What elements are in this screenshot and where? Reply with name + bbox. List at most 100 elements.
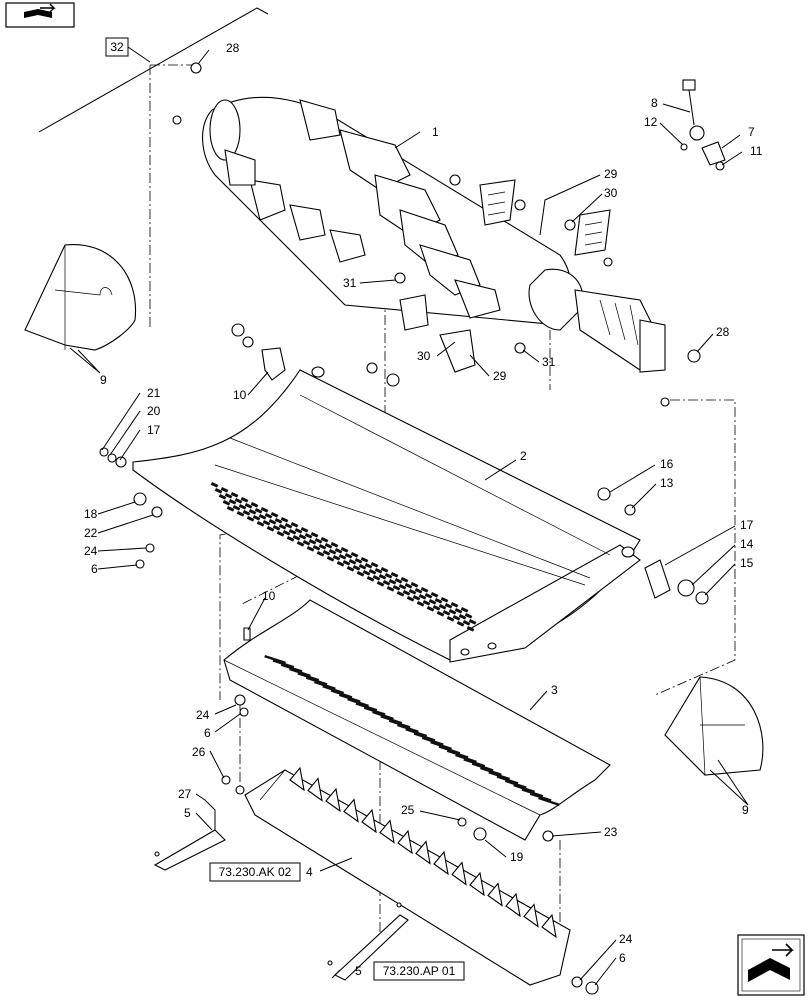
grate-slot [310,532,319,538]
grate-slot [386,586,395,592]
grate-slot [230,492,239,498]
callout-1: 1 [432,125,439,139]
grate-slot [218,493,227,500]
grate-slot [266,526,275,532]
grate-slot [298,534,307,540]
finger-bar [244,766,571,986]
next-page-arrow-icon[interactable] [737,934,805,996]
grate-slot [410,582,419,588]
grate-slot [388,579,397,585]
grate-slot [224,492,233,499]
grate-slot [432,604,441,611]
grate-slot [358,564,367,570]
finger-tooth [361,808,377,834]
right-half-disc [664,676,764,776]
grate-slot [334,548,343,554]
callout-26: 26 [192,745,206,759]
book-arrow-icon[interactable] [5,2,75,28]
grate-slot [280,517,289,523]
callout-5-left: 5 [184,806,191,820]
grate-slot [440,597,449,603]
grate-slot [222,499,231,506]
grate-slot [448,609,457,615]
svg-text:73.230.AK 02: 73.230.AK 02 [219,865,292,879]
grate-slot [384,573,393,579]
grate-slot [286,536,295,542]
grate-slot [430,591,439,598]
grate-slot [356,570,365,577]
grate-slot [210,481,219,488]
grate-slot [282,530,291,536]
grate-slot [284,523,293,529]
grate-slot [238,504,247,510]
grate-slot [320,537,329,543]
callout-28-right: 28 [716,325,730,339]
reference-73-230-ak-02[interactable]: 73.230.AK 02 [209,862,301,882]
grate-slot [258,514,267,520]
grate-slot [234,498,243,504]
grate-slot [452,615,461,621]
grate-slot [240,497,249,503]
callout-20: 20 [147,404,161,418]
grate-slot [288,529,297,535]
grate-slot [276,531,285,537]
grate-slot [294,528,303,534]
grate-slot [268,519,277,525]
grate-slot [390,572,399,578]
grate-slot [366,576,375,582]
grate-slot [372,575,381,581]
grate-slot [434,597,443,604]
grate-slot [254,508,263,514]
rotor-drum [172,96,670,407]
finger-tooth [379,819,395,844]
grate-slot [360,557,369,563]
grate-slot [436,611,445,617]
callout-30-lower: 30 [417,349,431,363]
finger-tooth [505,892,521,918]
grate-slot [292,535,301,541]
grate-slot [318,544,327,550]
grate-slot [236,511,245,517]
callout-7: 7 [748,125,755,139]
callout-10-upper: 10 [233,388,247,402]
grate-slot [392,585,401,591]
grate-slot [228,498,237,505]
callout-24-left: 24 [84,544,98,558]
grate-slot [302,540,311,546]
callout-17-left: 17 [147,423,161,437]
grate-slot [352,565,361,571]
callout-25: 25 [401,803,415,817]
finger-tooth [415,840,431,865]
callout-6-left: 6 [91,562,98,576]
reference-73-230-ap-01[interactable]: 73.230.AP 01 [373,961,465,981]
callout-8: 8 [651,96,658,110]
grate-slot [330,542,339,548]
grate-slot [460,607,469,613]
concave-grate [132,366,641,663]
grate-slot [314,538,323,544]
callout-5-bottom: 5 [355,964,362,978]
grate-slot [438,604,447,610]
grate-slot [270,512,279,518]
grate-slot [248,508,257,515]
grate-slot [464,613,473,619]
grate-slot [350,552,359,558]
grate-slot [244,502,253,509]
grate-slot [414,588,423,594]
grate-slot [226,505,235,512]
callout-27: 27 [178,787,192,801]
callout-15: 15 [740,556,754,570]
finger-tooth [397,829,413,855]
callout-31-lower: 31 [542,355,556,369]
reference-32[interactable]: 32 [105,37,129,57]
grate-slot [300,527,309,533]
callout-31: 31 [343,276,357,290]
callout-2: 2 [520,449,527,463]
grate-slot [246,516,255,522]
grate-slot [454,608,463,614]
finger-tooth [523,903,539,928]
sieve-slot [538,796,560,806]
callout-19: 19 [510,850,524,864]
finger-tooth [289,766,305,792]
callout-18: 18 [84,507,98,521]
